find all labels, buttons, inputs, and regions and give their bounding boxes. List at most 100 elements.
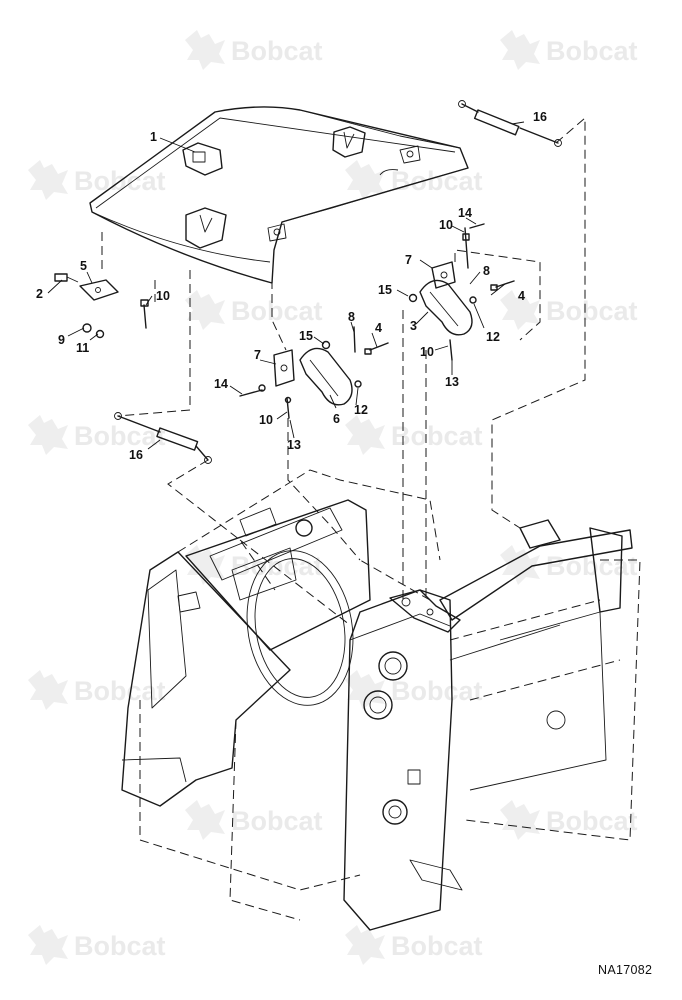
- callout-8: 8: [483, 264, 490, 278]
- watermark-text: Bobcat: [391, 931, 483, 961]
- watermark: Bobcat: [28, 670, 166, 710]
- watermark: Bobcat: [500, 545, 638, 585]
- bobcat-logo-icon: [345, 160, 385, 200]
- callout-4: 4: [375, 321, 382, 335]
- watermark-text: Bobcat: [231, 36, 323, 66]
- bobcat-logo-icon: [500, 290, 540, 330]
- watermark: Bobcat: [185, 290, 323, 330]
- door-hinge-bracket: [332, 126, 366, 158]
- bobcat-logo-icon: [28, 415, 68, 455]
- fastener-set-left: [239, 384, 292, 419]
- watermark: Bobcat: [28, 415, 166, 455]
- watermark-text: Bobcat: [391, 676, 483, 706]
- callout-5: 5: [80, 259, 87, 273]
- callout-9: 9: [58, 333, 65, 347]
- bobcat-logo-icon: [28, 160, 68, 200]
- callout-12: 12: [486, 330, 500, 344]
- striker-plate: [79, 279, 119, 301]
- callout-16: 16: [129, 448, 143, 462]
- loader-main-frame: [121, 469, 641, 931]
- door-hinge-bracket: [185, 207, 227, 249]
- callout-10: 10: [259, 413, 273, 427]
- bolt-right: [462, 223, 485, 269]
- watermark-text: Bobcat: [546, 551, 638, 581]
- callout-12: 12: [354, 403, 368, 417]
- watermark: Bobcat: [345, 160, 483, 200]
- callout-14: 14: [458, 206, 472, 220]
- gas-spring-lower: [114, 412, 212, 464]
- watermark-text: Bobcat: [74, 931, 166, 961]
- pivot-pin-left: [364, 342, 389, 355]
- callout-1: 1: [150, 130, 157, 144]
- callout-labels: 1 2 3 4 4 5 6 7 7 8 8 9 10 10 10 10 11 1…: [36, 110, 547, 462]
- bolt-left: [353, 326, 356, 353]
- callout-3: 3: [410, 319, 417, 333]
- watermark-layer: Bobcat Bobcat Bobcat Bobcat Bobcat Bobca…: [28, 30, 638, 965]
- bobcat-logo-icon: [500, 545, 540, 585]
- door-latch-bracket: [267, 145, 421, 242]
- callout-10: 10: [439, 218, 453, 232]
- callout-4: 4: [518, 289, 525, 303]
- watermark-text: Bobcat: [546, 806, 638, 836]
- watermark: Bobcat: [345, 415, 483, 455]
- watermark: Bobcat: [28, 925, 166, 965]
- watermark-text: Bobcat: [231, 296, 323, 326]
- hinge-mount-bracket-left: [273, 349, 295, 387]
- callout-2: 2: [36, 287, 43, 301]
- hinge-mount-bracket-right: [431, 261, 456, 289]
- bobcat-logo-icon: [185, 30, 225, 70]
- gas-spring-upper: [458, 100, 562, 147]
- callout-7: 7: [254, 348, 261, 362]
- watermark-text: Bobcat: [546, 36, 638, 66]
- door-latch-bracket: [182, 142, 223, 176]
- callout-15: 15: [378, 283, 392, 297]
- callout-leaders: [47, 121, 525, 450]
- callout-6: 6: [333, 412, 340, 426]
- bobcat-logo-icon: [185, 290, 225, 330]
- bobcat-logo-icon: [28, 670, 68, 710]
- bobcat-logo-icon: [185, 545, 225, 585]
- watermark: Bobcat: [185, 30, 323, 70]
- cap-screw: [140, 299, 149, 329]
- watermark: Bobcat: [500, 290, 638, 330]
- callout-16: 16: [533, 110, 547, 124]
- bobcat-logo-icon: [28, 925, 68, 965]
- callout-7: 7: [405, 253, 412, 267]
- callout-15: 15: [299, 329, 313, 343]
- watermark: Bobcat: [345, 670, 483, 710]
- callout-8: 8: [348, 310, 355, 324]
- lock-washer: [82, 323, 105, 339]
- bobcat-logo-icon: [345, 415, 385, 455]
- bobcat-logo-icon: [185, 800, 225, 840]
- watermark-text: Bobcat: [391, 166, 483, 196]
- rear-door-panel: [89, 106, 469, 284]
- watermark: Bobcat: [500, 30, 638, 70]
- watermark-text: Bobcat: [74, 421, 166, 451]
- watermark: Bobcat: [185, 545, 323, 585]
- watermark-text: Bobcat: [231, 551, 323, 581]
- hinge-arm-right: [419, 279, 473, 336]
- bobcat-logo-icon: [500, 800, 540, 840]
- callout-13: 13: [287, 438, 301, 452]
- bobcat-logo-icon: [345, 670, 385, 710]
- watermark-text: Bobcat: [546, 296, 638, 326]
- watermark: Bobcat: [28, 160, 166, 200]
- bobcat-logo-icon: [500, 30, 540, 70]
- callout-11: 11: [76, 341, 89, 355]
- nut-left: [321, 340, 362, 388]
- watermark-text: Bobcat: [231, 806, 323, 836]
- watermark-text: Bobcat: [74, 676, 166, 706]
- bobcat-logo-icon: [345, 925, 385, 965]
- watermark-text: Bobcat: [391, 421, 483, 451]
- latch-bolt: [54, 273, 79, 283]
- watermark: Bobcat: [500, 800, 638, 840]
- callout-10: 10: [156, 289, 170, 303]
- drawing-number: NA17082: [598, 963, 653, 977]
- watermark: Bobcat: [345, 925, 483, 965]
- callout-10: 10: [420, 345, 434, 359]
- hinge-arm-left: [299, 347, 353, 406]
- nut-right: [408, 293, 477, 361]
- watermark: Bobcat: [185, 800, 323, 840]
